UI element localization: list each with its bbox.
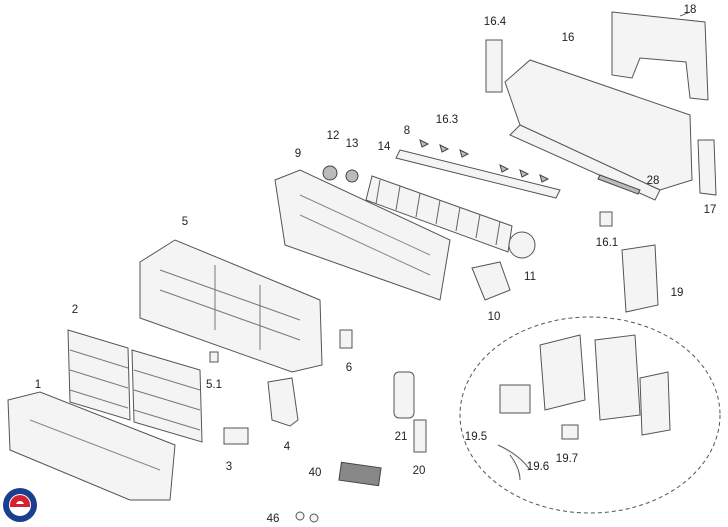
label-part-6: 6 [345,362,353,374]
label-part-16: 16 [561,32,575,44]
part-5-1 [209,351,219,363]
part-13-bushing [345,169,359,183]
label-part-5-1: 5.1 [206,379,222,391]
label-part-14: 14 [377,141,391,153]
part-20 [413,419,427,453]
brand-logo [3,488,37,522]
label-part-13: 13 [345,138,359,150]
part-2-filters [67,329,203,443]
part-46 [295,511,319,523]
part-19-7 [561,424,579,440]
part-18-mounting-plate [611,11,709,101]
label-part-40: 40 [308,467,322,479]
label-part-16-4: 16.4 [483,16,507,28]
part-19-5-sensor [497,444,531,471]
part-5-front-frame [139,239,323,373]
label-part-19: 19 [670,287,684,299]
part-28 [597,174,641,195]
label-part-1: 1 [34,379,42,391]
label-part-5: 5 [181,216,189,228]
part-3 [223,427,249,445]
part-14-cross-flow-fan [365,175,513,253]
part-6 [339,329,353,349]
label-part-19-7: 19.7 [555,453,579,465]
label-part-16-1: 16.1 [595,237,619,249]
part-9-evaporator [274,169,451,301]
label-part-19-6: 19.6 [526,461,550,473]
electrical-components [499,334,671,436]
label-part-12: 12 [326,130,340,142]
label-part-21: 21 [394,431,408,443]
part-8-louver [395,149,561,199]
electrical-group-outline [459,316,721,514]
label-part-20: 20 [412,465,426,477]
part-21-remote-control [393,371,415,419]
part-16-4 [485,39,503,93]
label-part-28: 28 [646,175,660,187]
part-1-front-panel [7,391,176,501]
part-17 [697,139,717,196]
label-part-16-3: 16.3 [435,114,459,126]
label-part-19-5: 19.5 [464,431,488,443]
label-part-18: 18 [683,4,697,16]
label-part-8: 8 [403,125,411,137]
part-16-3-louver-blades [419,139,550,183]
part-11-fan-motor [508,231,536,259]
part-16-chassis [504,59,693,201]
label-part-10: 10 [487,311,501,323]
part-16-1 [599,211,613,227]
part-40 [338,461,382,487]
label-part-17: 17 [703,204,717,216]
label-part-4: 4 [283,441,291,453]
part-4 [267,377,299,427]
label-part-2: 2 [71,304,79,316]
label-part-3: 3 [225,461,233,473]
label-part-11: 11 [524,271,536,283]
label-part-9: 9 [294,148,302,160]
label-part-46: 46 [266,513,280,525]
part-10 [471,261,511,301]
part-19-control-box [621,244,659,313]
part-12-bearing [322,165,338,181]
part-19-6-sensor [509,454,521,481]
